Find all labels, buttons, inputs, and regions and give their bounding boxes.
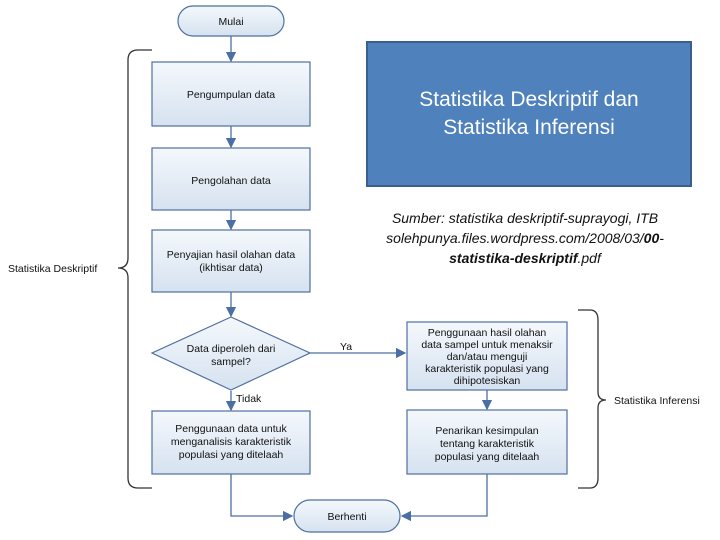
bracket-inferential-label: Statistika Inferensi — [614, 395, 700, 407]
source-line3: statistika-deskriptif.pdf — [330, 248, 720, 268]
step-infer-use-line2: data sampel untuk menaksir — [421, 339, 553, 351]
source-citation: Sumber: statistika deskriptif-suprayogi,… — [330, 208, 720, 280]
step-present-box: Penyajian hasil olahan data (ikhtisar da… — [151, 229, 311, 293]
step-infer-use-line4: karakteristik populasi yang — [425, 363, 549, 375]
step-infer-use-line5: dihipotesiskan — [454, 375, 521, 387]
step-process-box: Pengolahan data — [151, 147, 311, 211]
title-line1: Statistika Deskriptif dan — [419, 88, 639, 111]
step-present-line2: (ikhtisar data) — [199, 262, 263, 274]
source-line2-prefix: solehpunya.files.wordpress.com/2008/03/ — [386, 230, 644, 246]
title-box: Statistika Deskriptif dan Statistika Inf… — [366, 41, 692, 187]
step-conclude-line1: Penarikan kesimpulan — [435, 425, 538, 437]
source-line2: solehpunya.files.wordpress.com/2008/03/0… — [330, 228, 720, 248]
bracket-descriptive-label: Statistika Deskriptif — [8, 263, 97, 275]
decision-line2: sampel? — [211, 356, 251, 368]
step-collect-box: Pengumpulan data — [151, 61, 311, 127]
source-line2-bold: 00 — [643, 230, 660, 246]
title-line2: Statistika Inferensi — [443, 116, 615, 139]
step-describe-line3: populasi yang ditelaah — [179, 449, 284, 461]
source-line2-suffix: - — [659, 230, 664, 246]
step-infer-use-line1: Penggunaan hasil olahan — [428, 327, 547, 339]
arrow-conclude-end — [400, 474, 488, 522]
start-node: Mulai — [177, 5, 285, 37]
start-label: Mulai — [218, 16, 243, 28]
step-infer-use-box: Penggunaan hasil olahan data sampel untu… — [406, 321, 568, 391]
end-node: Berhenti — [293, 499, 401, 533]
step-conclude-box: Penarikan kesimpulan tentang karakterist… — [406, 409, 568, 475]
no-label: Tidak — [236, 393, 262, 405]
step-infer-use-line3: dan/atau menguji — [447, 351, 528, 363]
source-line3-suffix: .pdf — [577, 250, 601, 266]
step-conclude-line2: tentang karakteristik — [440, 438, 535, 450]
step-describe-line2: menganalisis karakteristik — [171, 436, 292, 448]
step-present-line1: Penyajian hasil olahan data — [167, 249, 296, 261]
source-line1: Sumber: statistika deskriptif-suprayogi,… — [391, 210, 659, 226]
step-describe-box: Penggunaan data untuk menganalisis karak… — [151, 410, 311, 475]
step-describe-line1: Penggunaan data untuk — [175, 423, 287, 435]
decision-line1: Data diperoleh dari — [187, 343, 276, 355]
bracket-inferential — [578, 309, 607, 489]
source-line3-bold: statistika-deskriptif — [449, 250, 578, 266]
end-label: Berhenti — [327, 511, 366, 523]
step-conclude-line3: populasi yang ditelaah — [435, 451, 540, 463]
step-collect-label: Pengumpulan data — [187, 89, 275, 101]
decision-node: Data diperoleh dari sampel? — [150, 316, 312, 391]
arrow-describe-end — [230, 474, 294, 522]
bracket-descriptive — [117, 49, 152, 489]
step-process-label: Pengolahan data — [191, 175, 271, 187]
yes-label: Ya — [340, 341, 352, 353]
